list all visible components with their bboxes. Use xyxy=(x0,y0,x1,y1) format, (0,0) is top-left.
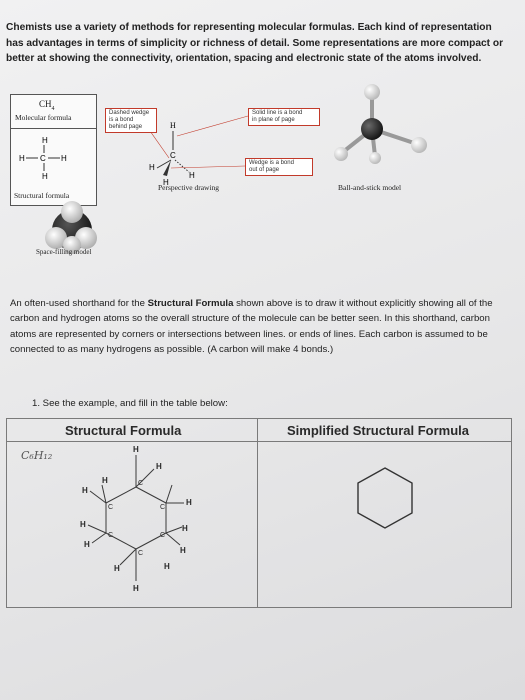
hydrogen-ball-left xyxy=(334,147,348,161)
wedge-bond xyxy=(163,160,171,176)
atom-c-center: C xyxy=(40,154,46,163)
c-label: C xyxy=(108,532,113,539)
box-divider xyxy=(11,128,96,129)
h-label: H xyxy=(80,520,86,529)
c-label: C xyxy=(138,480,143,487)
question-1: 1. See the example, and fill in the tabl… xyxy=(32,398,228,409)
structural-formula-bold: Structural Formula xyxy=(147,298,234,309)
c-label: C xyxy=(138,550,143,557)
h-label: H xyxy=(180,546,186,555)
molecular-formula-label: Molecular formula xyxy=(15,113,72,122)
c-label: C xyxy=(160,504,165,511)
molecular-formula: CH4 xyxy=(39,99,55,112)
shorthand-paragraph: An often-used shorthand for the Structur… xyxy=(10,298,493,356)
perspective-label: Perspective drawing xyxy=(158,183,220,192)
header-simplified-structural-formula: Simplified Structural Formula xyxy=(287,423,470,438)
molecular-formula-box: CH4 Molecular formula H H C H H Structur… xyxy=(10,94,97,206)
cyclohexane-structural-drawing: H H H H H H H H H H H H C C C C C C xyxy=(80,445,192,593)
atom-h-left: H xyxy=(19,154,25,163)
answer-table: Structural Formula Simplified Structural… xyxy=(6,418,512,608)
space-filling-label: Space-filling model xyxy=(36,248,92,256)
space-filling-model xyxy=(45,201,97,254)
persp-atom-h-bottom: H xyxy=(163,178,169,187)
h-label: H xyxy=(102,476,108,485)
h-label: H xyxy=(114,564,120,573)
structural-formula-label: Structural formula xyxy=(14,191,70,200)
hydrogen-ball-right xyxy=(411,137,427,153)
perspective-drawing: H C H H H xyxy=(142,115,249,187)
header-rule xyxy=(7,441,511,442)
hydrogen-ball-top xyxy=(364,84,380,100)
wedge-callout: Wedge is a bond out of page xyxy=(245,158,313,176)
ball-and-stick-model xyxy=(334,84,427,164)
dashed-wedge-callout: Dashed wedge is a bond behind page xyxy=(105,108,157,133)
ball-and-stick-label: Ball-and-stick model xyxy=(338,183,402,192)
h-label: H xyxy=(82,486,88,495)
hydrogen-ball-bottom xyxy=(369,152,381,164)
h-label: H xyxy=(164,562,170,571)
cyclohexane-skeletal-hexagon xyxy=(357,467,413,529)
atom-h-bottom: H xyxy=(42,172,48,181)
methane-representations-figure: CH4 Molecular formula H H C H H Structur… xyxy=(0,84,525,268)
h-label: H xyxy=(186,498,192,507)
h-label: H xyxy=(133,584,139,593)
c-label: C xyxy=(160,532,165,539)
h-label: H xyxy=(156,462,162,471)
persp-atom-h-left: H xyxy=(149,163,155,172)
atom-h-top: H xyxy=(42,136,48,145)
persp-atom-h-right: H xyxy=(189,171,195,180)
h-label: H xyxy=(133,445,139,454)
intro-paragraph: Chemists use a variety of methods for re… xyxy=(6,22,504,64)
persp-atom-h-top: H xyxy=(170,121,176,130)
dashed-bond xyxy=(174,159,190,173)
h-label: H xyxy=(182,524,188,533)
h-label: H xyxy=(84,540,90,549)
handwritten-formula: C₆H₁₂ xyxy=(21,449,53,462)
c-label: C xyxy=(108,504,113,511)
atom-h-right: H xyxy=(61,154,67,163)
persp-atom-c: C xyxy=(170,151,176,160)
structural-formula-drawing: H H C H H xyxy=(19,136,67,181)
header-structural-formula: Structural Formula xyxy=(65,423,182,438)
column-divider xyxy=(257,419,258,607)
solid-line-callout: Solid line is a bond in plane of page xyxy=(248,108,320,126)
carbon-ball xyxy=(361,118,383,140)
